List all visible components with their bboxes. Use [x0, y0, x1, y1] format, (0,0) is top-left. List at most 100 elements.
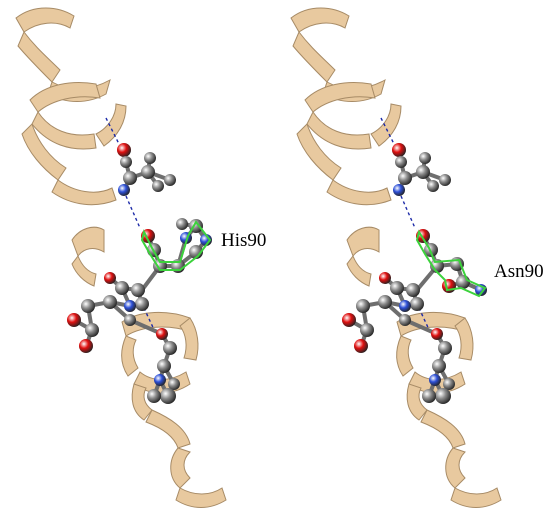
panel-his90: His90	[15, 7, 267, 508]
oxygen-atom	[442, 279, 456, 293]
mutation-highlight-outline	[140, 220, 212, 271]
carbon-atom	[164, 174, 176, 186]
ribbon-segment	[346, 254, 372, 287]
panel-asn90: Asn90	[275, 0, 550, 523]
nitrogen-atom	[393, 184, 405, 196]
oxygen-atom	[67, 313, 81, 327]
ribbon-segment	[170, 447, 191, 489]
ribbon-segment	[71, 254, 97, 287]
nitrogen-atom	[154, 374, 166, 386]
carbon-atom	[160, 388, 176, 404]
carbon-atom	[147, 389, 161, 403]
ribbon-segment	[71, 226, 105, 258]
ribbon-segment	[420, 409, 466, 449]
structure-his90	[15, 7, 227, 508]
ribbon-segment	[306, 111, 372, 150]
hydrogen-bonds	[105, 117, 157, 335]
carbon-atom	[399, 314, 411, 326]
nitrogen-atom	[429, 374, 441, 386]
ribbon-segment	[51, 179, 117, 206]
ribbon-helix	[290, 7, 502, 508]
mutation-highlight-outline	[415, 229, 487, 298]
oxygen-atom	[354, 339, 368, 353]
ribbon-segment	[396, 335, 414, 377]
carbon-atom	[395, 156, 407, 168]
carbon-atom	[378, 295, 392, 309]
carbon-atom	[432, 359, 446, 373]
carbon-atom	[416, 165, 430, 179]
ribbon-segment	[370, 103, 402, 147]
oxygen-atom	[117, 143, 131, 157]
carbon-atom	[152, 180, 164, 192]
hbond-line	[418, 307, 432, 335]
hbond-line	[143, 307, 157, 335]
ribbon-segment	[445, 447, 466, 489]
nitrogen-atom	[399, 300, 411, 312]
carbon-atom	[157, 359, 171, 373]
carbon-atom	[439, 174, 451, 186]
oxygen-atom	[431, 328, 443, 340]
nitrogen-atom	[200, 234, 212, 246]
carbon-atom	[141, 165, 155, 179]
hbond-line	[125, 195, 141, 229]
carbon-atom	[398, 171, 412, 185]
ribbon-segment	[175, 487, 227, 508]
carbon-atom	[85, 323, 99, 337]
ribbon-segment	[31, 111, 97, 150]
ribbon-segment	[292, 31, 336, 83]
nitrogen-atom	[124, 300, 136, 312]
carbon-atom	[124, 314, 136, 326]
oxygen-atom	[156, 328, 168, 340]
ribbon-segment	[304, 82, 376, 113]
ribbon-segment	[290, 7, 350, 33]
carbon-atom	[176, 218, 188, 230]
ribbon-segment	[346, 226, 380, 258]
nitrogen-atom	[118, 184, 130, 196]
carbon-atom	[163, 341, 177, 355]
carbon-atom	[135, 297, 149, 311]
atoms	[342, 143, 487, 404]
carbon-atom	[438, 341, 452, 355]
carbon-atom	[406, 283, 420, 297]
carbon-atom	[115, 281, 129, 295]
ribbon-segment	[326, 179, 392, 206]
structure-asn90	[290, 7, 502, 508]
carbon-atom	[120, 156, 132, 168]
carbon-atom	[131, 283, 145, 297]
oxygen-atom	[104, 272, 116, 284]
oxygen-atom	[379, 272, 391, 284]
carbon-atom	[419, 152, 431, 164]
carbon-atom	[103, 295, 117, 309]
carbon-atom	[81, 299, 95, 313]
ribbon-segment	[17, 31, 61, 83]
carbon-atom	[390, 281, 404, 295]
carbon-atom	[360, 323, 374, 337]
hydrogen-bonds	[380, 117, 432, 335]
carbon-atom	[356, 299, 370, 313]
ribbon-segment	[121, 335, 139, 377]
ribbon-segment	[29, 82, 101, 113]
residue-label-his90: His90	[221, 230, 267, 251]
residue-label-asn90: Asn90	[494, 261, 544, 282]
oxygen-atom	[79, 339, 93, 353]
oxygen-atom	[392, 143, 406, 157]
carbon-atom	[456, 275, 470, 289]
ribbon-segment	[95, 103, 127, 147]
carbon-atom	[144, 152, 156, 164]
ribbon-segment	[145, 409, 191, 449]
carbon-atom	[422, 389, 436, 403]
oxygen-atom	[342, 313, 356, 327]
ribbon-segment	[450, 487, 502, 508]
carbon-atom	[427, 180, 439, 192]
carbon-atom	[123, 171, 137, 185]
carbon-atom	[410, 297, 424, 311]
ribbon-helix	[15, 7, 227, 508]
ribbon-segment	[454, 317, 474, 361]
hbond-line	[400, 195, 416, 229]
carbon-atom	[435, 388, 451, 404]
ribbon-segment	[15, 7, 75, 33]
carbon-atom	[443, 378, 455, 390]
carbon-atom	[168, 378, 180, 390]
ribbon-segment	[179, 317, 199, 361]
